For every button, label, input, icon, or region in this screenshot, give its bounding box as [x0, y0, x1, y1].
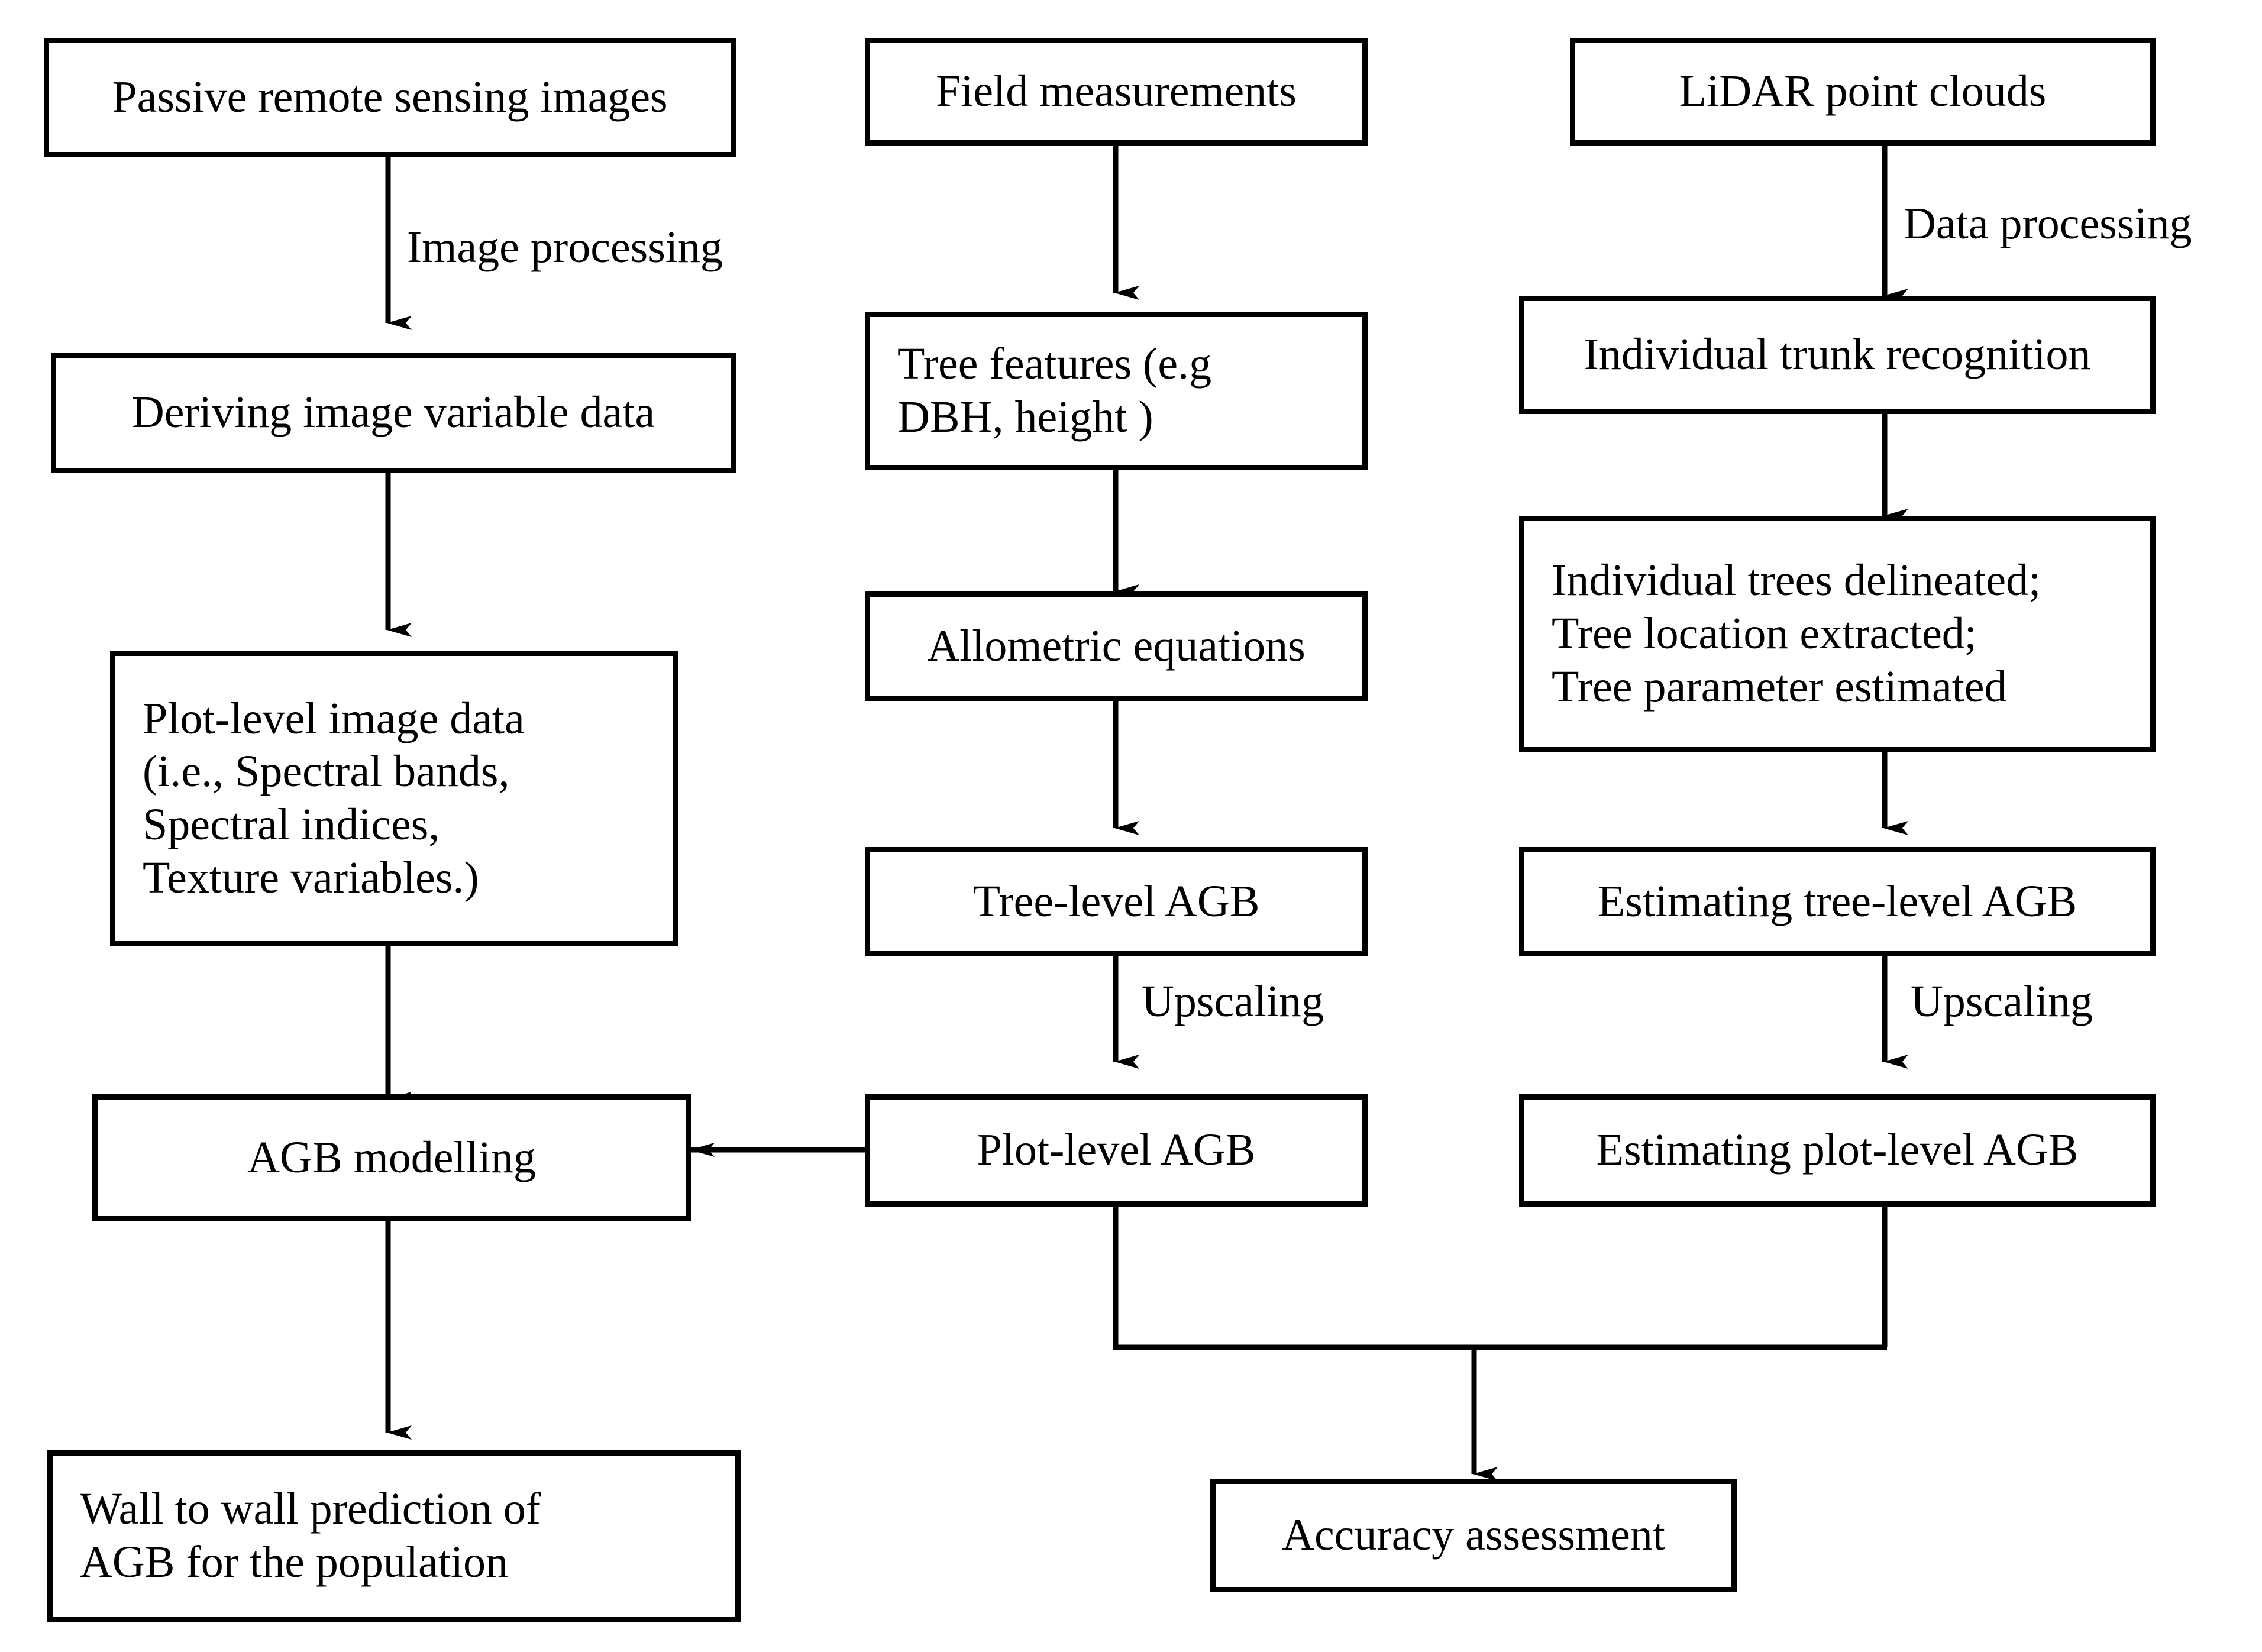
node-wall-to-wall-prediction[interactable]: Wall to wall prediction of AGB for the p…: [47, 1450, 741, 1622]
edge-label-upscaling-right: Upscaling: [1911, 977, 2093, 1026]
node-tree-level-agb[interactable]: Tree-level AGB: [865, 847, 1368, 956]
node-passive-remote-sensing-images[interactable]: Passive remote sensing images: [44, 38, 736, 157]
node-label: Plot-level image data (i.e., Spectral ba…: [143, 693, 525, 903]
node-allometric-equations[interactable]: Allometric equations: [865, 591, 1368, 701]
node-tree-features[interactable]: Tree features (e.g DBH, height ): [865, 312, 1368, 470]
node-label: LiDAR point clouds: [1679, 66, 2047, 117]
node-agb-modelling[interactable]: AGB modelling: [92, 1094, 691, 1221]
node-label: Field measurements: [936, 66, 1297, 117]
node-label: Tree-level AGB: [972, 876, 1260, 926]
node-plot-level-image-data[interactable]: Plot-level image data (i.e., Spectral ba…: [110, 651, 678, 946]
node-label: Wall to wall prediction of AGB for the p…: [80, 1484, 541, 1587]
edge-label-upscaling-middle: Upscaling: [1142, 977, 1324, 1026]
node-label: Tree features (e.g DBH, height ): [897, 339, 1212, 442]
node-lidar-point-clouds[interactable]: LiDAR point clouds: [1570, 38, 2156, 146]
node-label: Estimating plot-level AGB: [1596, 1125, 2079, 1175]
node-label: Individual trees delineated; Tree locati…: [1552, 555, 2041, 712]
node-deriving-image-variable-data[interactable]: Deriving image variable data: [51, 353, 736, 473]
node-label: Plot-level AGB: [977, 1125, 1256, 1175]
node-individual-trunk-recognition[interactable]: Individual trunk recognition: [1519, 296, 2156, 414]
node-label: Deriving image variable data: [131, 387, 655, 438]
node-label: Allometric equations: [927, 620, 1306, 671]
node-field-measurements[interactable]: Field measurements: [865, 38, 1368, 146]
node-estimating-plot-level-agb[interactable]: Estimating plot-level AGB: [1519, 1094, 2156, 1207]
node-estimating-tree-level-agb[interactable]: Estimating tree-level AGB: [1519, 847, 2156, 956]
node-label: AGB modelling: [247, 1132, 536, 1182]
node-accuracy-assessment[interactable]: Accuracy assessment: [1210, 1479, 1737, 1592]
edge-label-image-processing: Image processing: [407, 222, 723, 272]
edge-label-data-processing: Data processing: [1904, 199, 2192, 248]
node-label: Individual trunk recognition: [1584, 329, 2091, 380]
node-label: Passive remote sensing images: [112, 72, 668, 122]
node-individual-trees-delineated[interactable]: Individual trees delineated; Tree locati…: [1519, 516, 2156, 752]
node-label: Estimating tree-level AGB: [1597, 876, 2077, 926]
node-plot-level-agb[interactable]: Plot-level AGB: [865, 1094, 1368, 1207]
node-label: Accuracy assessment: [1282, 1510, 1665, 1560]
